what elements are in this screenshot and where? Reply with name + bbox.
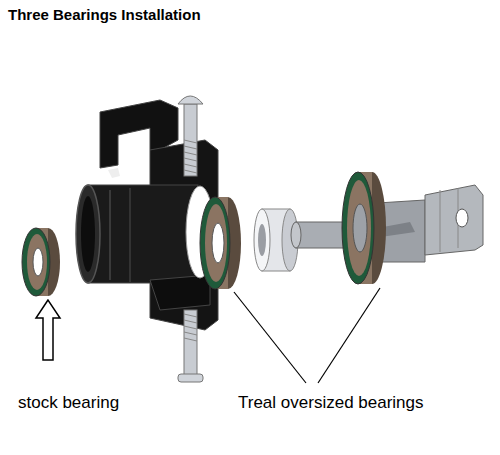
oversized-bearing <box>342 172 386 284</box>
diagram-title: Three Bearings Installation <box>8 6 201 23</box>
pointer-arrow <box>36 300 60 360</box>
oversized-bearing <box>200 197 241 289</box>
part-label: Treal oversized bearings <box>238 393 424 413</box>
stock-bearing <box>22 228 60 296</box>
part-label: stock bearing <box>18 393 119 413</box>
axle <box>291 185 483 262</box>
hub-body <box>76 100 218 330</box>
leader-line <box>234 292 306 383</box>
leader-line <box>318 288 380 383</box>
bolts <box>178 96 203 382</box>
